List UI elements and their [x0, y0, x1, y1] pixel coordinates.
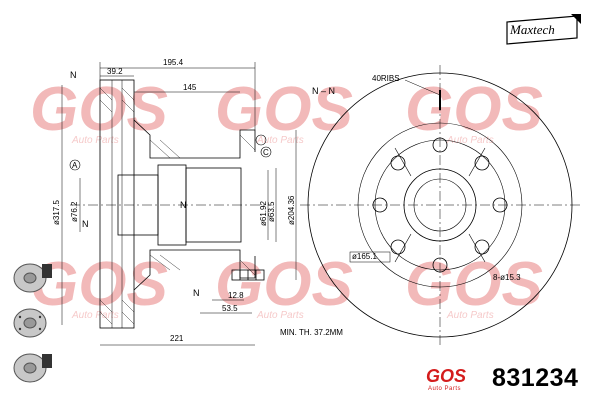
watermark-mark-1: GOS: [30, 75, 168, 144]
bolt-hole-6: [390, 239, 406, 255]
part-number: 831234: [492, 364, 579, 392]
dim-dia-76-2: ø76.2: [70, 201, 79, 222]
friction-ring: [99, 79, 135, 329]
watermark-mark-5: GOS: [215, 250, 353, 319]
watermark-sub-3: Auto Parts: [446, 135, 494, 146]
hat-spokes: [394, 147, 486, 263]
hub-bottom-profile: [133, 249, 256, 291]
watermark-sub-5: Auto Parts: [256, 310, 304, 321]
section-marker-n-left: N: [70, 70, 77, 80]
datum-markers: [69, 134, 272, 171]
datum-c-circle: [260, 146, 272, 158]
watermark-sub-6: Auto Parts: [446, 310, 494, 321]
disc-plain-icon: [13, 263, 52, 293]
datum-a-circle: [69, 159, 81, 171]
front-text: N – N 40RIBS ø165.1 8-ø15.3 MIN. TH. 37.…: [280, 74, 521, 337]
maxtech-logo: Maxtech: [510, 22, 555, 37]
dim-depth: 53.5: [222, 304, 238, 313]
bolt-hole-4: [474, 239, 490, 255]
dim-bolt-holes: 8-ø15.3: [493, 273, 521, 282]
dim-dia-63-5: ø63.5: [267, 201, 276, 222]
dim-dia-317-5: ø317.5: [52, 200, 61, 225]
section-hatching: [99, 87, 135, 325]
section-marker-n-right: N: [180, 200, 187, 210]
product-icons: [13, 263, 52, 383]
dim-thickness: 12.8: [228, 291, 244, 300]
section-text: N N N N 195.4 39.2 145 221 12.8 53.5 ø31…: [52, 58, 296, 343]
section-title: N – N: [312, 86, 335, 96]
bolt-hole-2: [474, 155, 490, 171]
bolt-hole-8: [390, 155, 406, 171]
dim-ribs: 40RIBS: [372, 74, 400, 83]
datum-c-label: C: [263, 148, 269, 157]
watermark-sub-4: Auto Parts: [71, 310, 119, 321]
datum-a-label: A: [72, 161, 78, 170]
maxtech-logo-frame: [506, 14, 581, 45]
section-marker-n-mid: N: [82, 219, 89, 229]
watermark-mark-6: GOS: [405, 250, 543, 319]
section-dimensions: [61, 62, 297, 346]
front-view: [300, 65, 580, 345]
section-view: [70, 79, 270, 329]
brand-sub: Auto Parts: [428, 386, 462, 392]
datum-b-circle: [255, 134, 267, 146]
dim-width-total: 195.4: [163, 58, 184, 67]
dim-dia-165-1-box: [349, 251, 391, 263]
dim-dia-204-36: ø204.36: [287, 195, 296, 225]
watermark-mark-3: GOS: [405, 75, 543, 144]
dim-dia-61-92: ø61.92: [259, 201, 268, 226]
watermark-sub-1: Auto Parts: [71, 135, 119, 146]
disc-drilled-icon: [13, 308, 47, 338]
section-marker-n-bottom: N: [193, 288, 200, 298]
dim-overall-221: 221: [170, 334, 184, 343]
dim-hub-offset: 39.2: [107, 67, 123, 76]
dim-inner-145: 145: [183, 83, 197, 92]
watermark-sub-2: Auto Parts: [256, 135, 304, 146]
watermark-layer: GOS GOS GOS GOS GOS GOS Auto Parts Auto …: [30, 75, 543, 321]
disc-coated-icon: [13, 353, 52, 383]
min-thickness: MIN. TH. 37.2MM: [280, 328, 343, 337]
brand-mark: GOS: [426, 366, 467, 386]
watermark-mark-4: GOS: [30, 250, 168, 319]
dim-dia-165-1: ø165.1: [352, 252, 377, 261]
